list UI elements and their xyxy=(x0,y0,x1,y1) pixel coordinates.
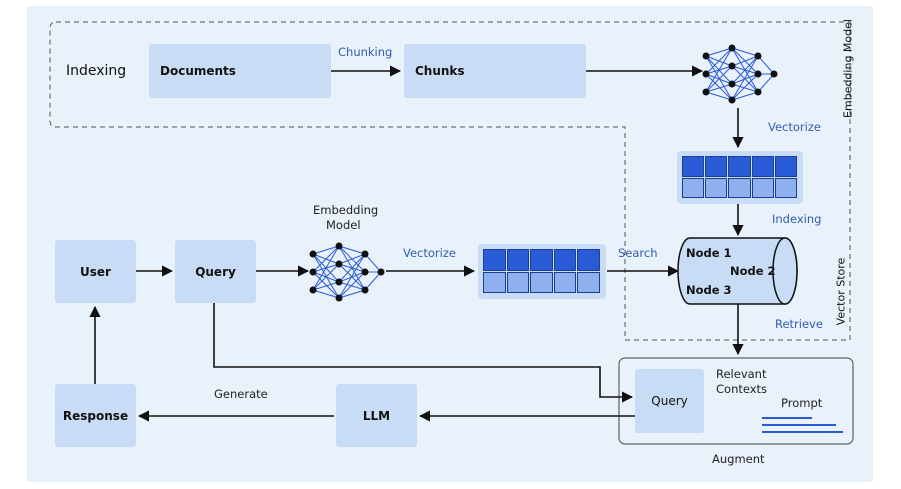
user-box: User xyxy=(55,240,136,303)
indexing-region-border xyxy=(49,21,851,341)
vector-grid-top xyxy=(677,151,803,204)
response-box: Response xyxy=(55,384,136,447)
vectorize-mid-label: Vectorize xyxy=(403,246,456,260)
indexing-title: Indexing xyxy=(66,63,127,79)
vector-cell xyxy=(751,156,774,177)
vector-cell xyxy=(506,271,530,293)
augment-query-label: Query xyxy=(651,394,688,408)
vector-cell xyxy=(483,249,506,271)
llm-label: LLM xyxy=(362,408,391,423)
vector-cell xyxy=(774,177,797,198)
vector-cell xyxy=(530,271,553,293)
node1-label: Node 1 xyxy=(686,246,732,260)
vector-cell xyxy=(751,177,774,198)
user-label: User xyxy=(80,264,111,279)
embedding-model-line1: Embedding xyxy=(313,203,379,217)
llm-box: LLM xyxy=(336,384,417,447)
arrow-query-to-augment xyxy=(213,303,634,403)
query-box: Query xyxy=(175,240,256,303)
chunks-label: Chunks xyxy=(415,64,465,78)
vector-cell xyxy=(774,156,797,177)
chunking-label: Chunking xyxy=(338,45,393,59)
query-label: Query xyxy=(195,264,236,279)
vector-cell xyxy=(705,156,728,177)
vector-cell xyxy=(682,156,705,177)
documents-box: Documents xyxy=(149,44,331,98)
vector-cell xyxy=(577,271,600,293)
retrieve-label: Retrieve xyxy=(775,317,823,331)
vector-cell xyxy=(530,249,553,271)
augment-label: Augment xyxy=(712,452,765,466)
vector-cell xyxy=(682,177,705,198)
documents-label: Documents xyxy=(160,64,236,78)
node3-label: Node 3 xyxy=(686,283,732,297)
augment-box xyxy=(618,357,854,445)
relevant-contexts-line1: Relevant xyxy=(716,367,767,381)
neural-network-icon-mid xyxy=(309,242,385,302)
vector-cell xyxy=(483,271,506,293)
embedding-model-side-label: Embedding Model xyxy=(841,19,855,118)
vector-grid-mid xyxy=(478,244,606,299)
vector-store-cylinder xyxy=(677,237,798,305)
vector-cell xyxy=(728,156,751,177)
vector-cell xyxy=(705,177,728,198)
search-label: Search xyxy=(618,246,658,260)
augment-query-box: Query xyxy=(635,369,704,433)
prompt-lines-icon xyxy=(762,417,843,433)
vector-cell xyxy=(553,249,577,271)
chunks-box: Chunks xyxy=(404,44,586,98)
embedding-model-line2: Model xyxy=(326,218,361,232)
indexing-step-label: Indexing xyxy=(772,212,822,226)
vector-cell xyxy=(728,177,751,198)
node2-label: Node 2 xyxy=(730,264,776,278)
prompt-label: Prompt xyxy=(781,396,823,410)
generate-label: Generate xyxy=(214,387,268,401)
vector-store-side-label: Vector Store xyxy=(834,257,848,326)
vectorize-top-label: Vectorize xyxy=(768,120,821,134)
relevant-contexts-line2: Contexts xyxy=(716,382,768,396)
vector-cell xyxy=(553,271,577,293)
vector-cell xyxy=(506,249,530,271)
response-label: Response xyxy=(62,408,129,423)
vector-cell xyxy=(577,249,600,271)
neural-network-icon-top xyxy=(702,44,778,104)
